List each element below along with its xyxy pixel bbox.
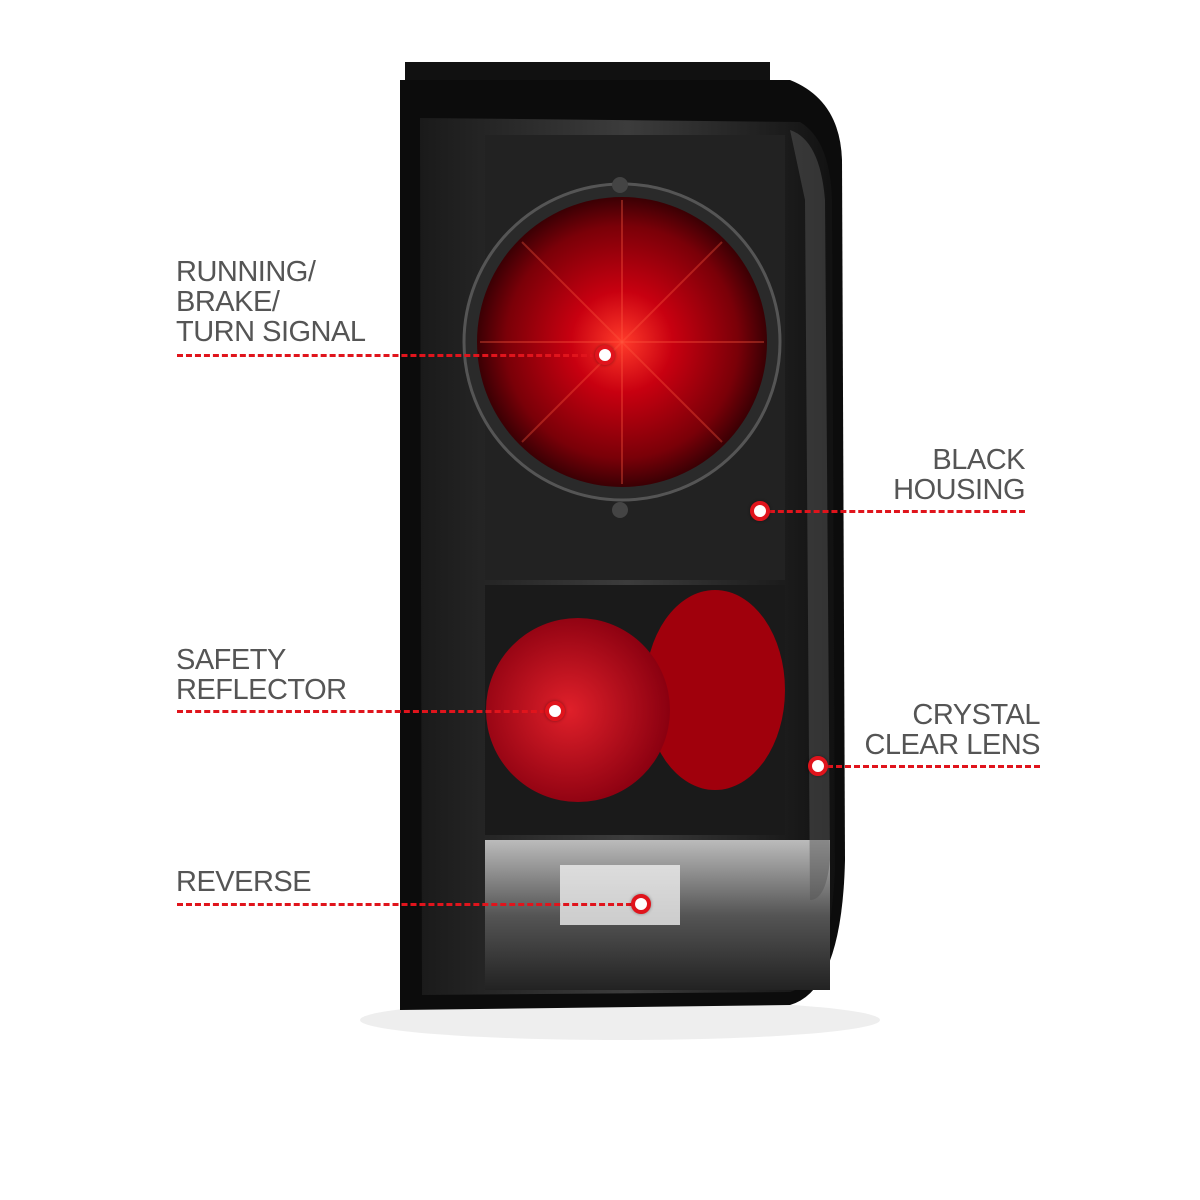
label-line: CLEAR LENS (864, 729, 1040, 761)
callout-housing-label: BLACK HOUSING (893, 445, 1025, 505)
reflector-cylinder (645, 590, 785, 790)
callout-running-dot (595, 345, 615, 365)
label-line: SAFETY (176, 644, 286, 676)
label-line: BLACK (932, 444, 1025, 476)
label-line: HOUSING (893, 474, 1025, 506)
callout-running-line (177, 354, 605, 357)
label-line: REVERSE (176, 866, 312, 898)
callout-running-label: RUNNING/ BRAKE/ TURN SIGNAL (176, 256, 366, 348)
callout-reverse-dot (631, 894, 651, 914)
callout-reflector-label: SAFETY REFLECTOR (176, 645, 347, 705)
label-line: BRAKE/ (176, 286, 280, 318)
clear-lens-edge (790, 130, 830, 900)
running-brake-lens (477, 197, 767, 487)
label-line: REFLECTOR (176, 674, 347, 706)
callout-lens-line (818, 765, 1040, 768)
housing-top (405, 62, 770, 82)
label-line: CRYSTAL (912, 699, 1040, 731)
callout-reverse-label: REVERSE (176, 866, 312, 898)
callout-lens-label: CRYSTAL CLEAR LENS (864, 700, 1040, 760)
callout-reflector-line (177, 710, 555, 713)
callout-reflector-dot (545, 701, 565, 721)
callout-housing-dot (750, 501, 770, 521)
callout-lens-dot (808, 756, 828, 776)
callout-reverse-line (177, 903, 641, 906)
label-line: TURN SIGNAL (176, 316, 366, 348)
safety-reflector (486, 618, 670, 802)
callout-housing-line (760, 510, 1025, 513)
label-line: RUNNING/ (176, 256, 316, 288)
